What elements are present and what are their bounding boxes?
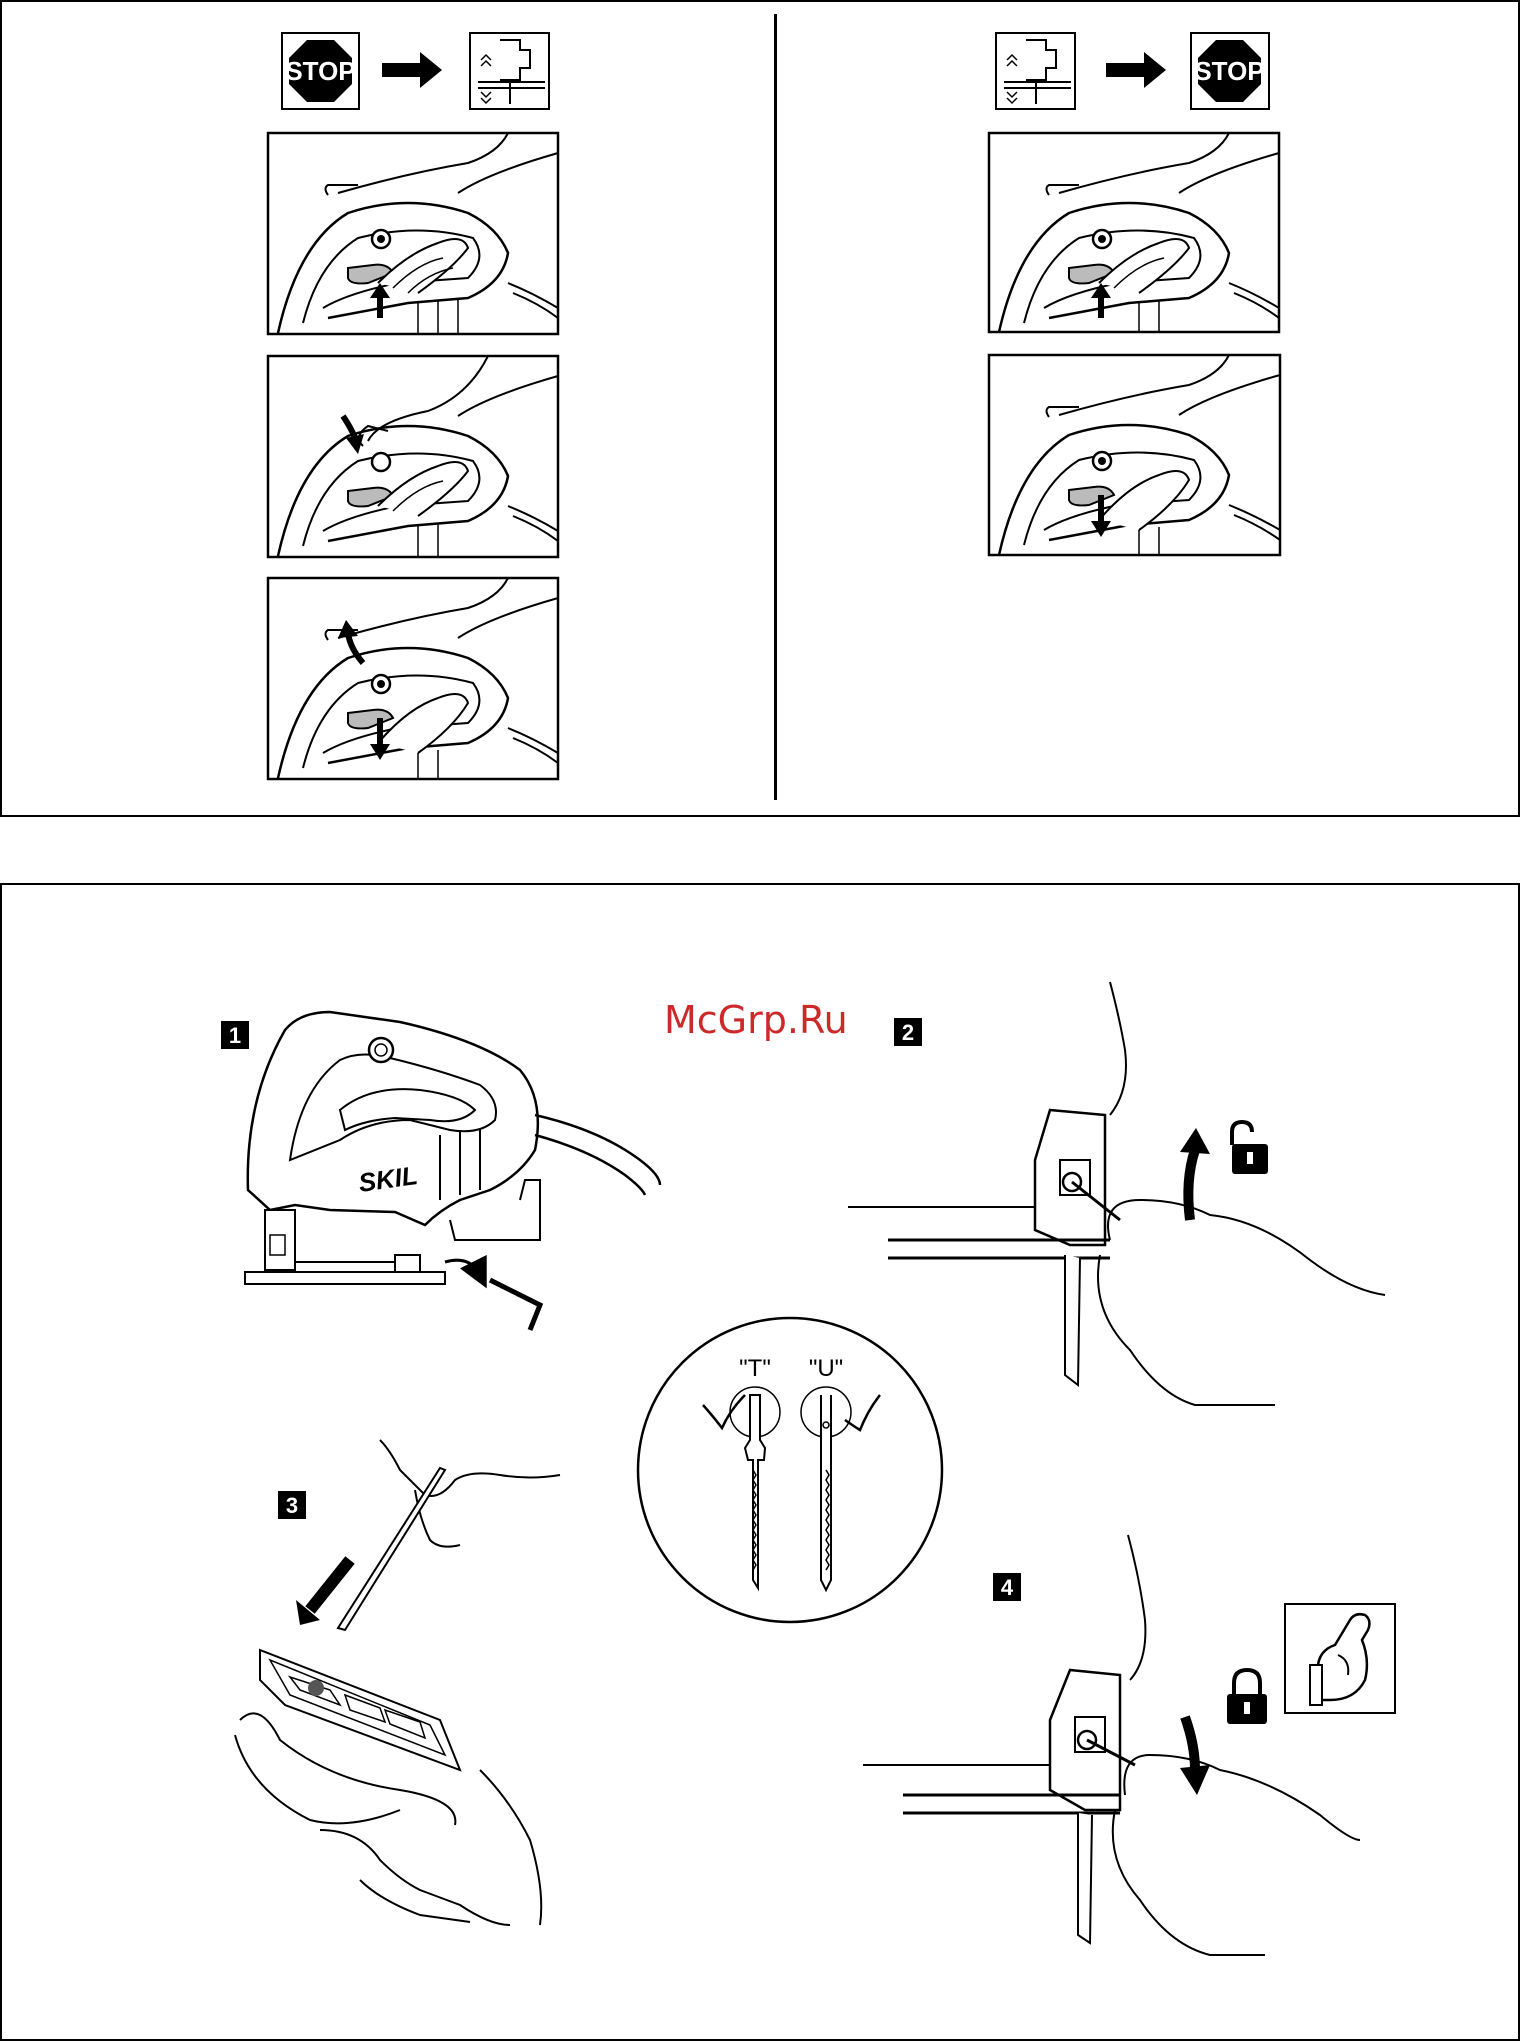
right-frame-lever-up xyxy=(989,133,1279,332)
right-frame-lever-down xyxy=(989,355,1280,555)
left-frame-lever-down xyxy=(268,578,558,779)
blade-type-u-label: "U" xyxy=(809,1355,843,1382)
left-frame-lever-up xyxy=(268,133,558,334)
right-blade-clamp-icon xyxy=(996,33,1075,109)
left-arrow-icon xyxy=(382,52,442,88)
blade-type-t-label: "T" xyxy=(739,1355,771,1382)
right-stop-icon: STOP xyxy=(1191,33,1269,109)
step-3-badge: 3 xyxy=(278,1491,306,1519)
left-stop-icon: STOP xyxy=(282,33,359,109)
watermark-text: McGrp.Ru xyxy=(664,998,848,1042)
step-3-number: 3 xyxy=(286,1493,298,1518)
right-stop-text: STOP xyxy=(1194,56,1264,86)
strength-icon xyxy=(1285,1604,1395,1713)
step-2-badge: 2 xyxy=(894,1018,922,1046)
step-1-badge: 1 xyxy=(221,1021,249,1049)
left-stop-text: STOP xyxy=(285,56,355,86)
left-blade-clamp-icon xyxy=(470,33,549,109)
step-4-badge: 4 xyxy=(993,1573,1021,1601)
step-2-number: 2 xyxy=(902,1020,914,1045)
right-arrow-icon xyxy=(1106,52,1166,88)
step-1-number: 1 xyxy=(229,1023,241,1048)
step-4-number: 4 xyxy=(1001,1575,1014,1600)
blade-types-circle: "T" "U" xyxy=(638,1318,942,1622)
left-frame-press-button xyxy=(268,356,558,557)
